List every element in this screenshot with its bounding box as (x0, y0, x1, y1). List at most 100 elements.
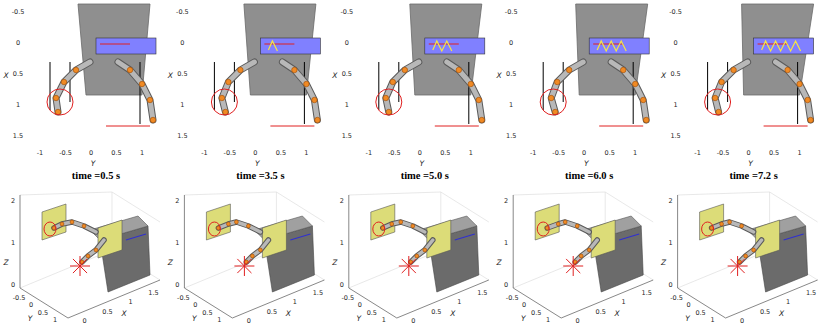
tick-label: 0 (358, 301, 362, 309)
robot-arm (611, 62, 646, 120)
robot-arm (411, 240, 433, 262)
arm-joint (402, 67, 408, 73)
arm-joint (468, 81, 474, 87)
goal-circle (211, 89, 237, 115)
force-star (563, 266, 573, 267)
target-line (764, 126, 808, 127)
tick-label: 0 (175, 281, 179, 289)
arm-joint (258, 248, 262, 252)
tick-label: 1 (669, 239, 673, 247)
target-line (599, 126, 643, 127)
tick-label: 2 (340, 197, 344, 205)
tick-label: -0.5 (13, 294, 26, 302)
axis-label: X (286, 309, 291, 318)
tick-label: 1 (345, 101, 349, 109)
tick-label: 1.5 (806, 289, 816, 297)
arm-joint (554, 79, 560, 85)
grid-line (513, 192, 605, 195)
robot-arm (411, 240, 433, 262)
tick-label: 0.5 (769, 149, 779, 157)
arm-joint (632, 81, 638, 87)
tick-label: 1.5 (506, 132, 516, 140)
arm-joint (250, 254, 254, 258)
arm-joint (312, 97, 318, 103)
goal-circle (47, 89, 73, 115)
robot-arm (54, 222, 96, 232)
robot-arm (218, 222, 260, 232)
axis-label: Y (357, 314, 362, 323)
base-mark (126, 234, 146, 240)
robot-arm (82, 240, 104, 262)
arm-joint (752, 248, 756, 252)
time-label: time =5.0 s (401, 170, 449, 181)
force-star (566, 259, 573, 266)
tick-label: 0.5 (605, 149, 615, 157)
tick-label: 1 (16, 101, 20, 109)
tick-label: -0.5 (506, 294, 519, 302)
arm-joint (476, 97, 482, 103)
arm-joint (640, 97, 646, 103)
tick-label: 0.5 (202, 309, 212, 317)
robot-arm (54, 222, 96, 232)
force-star (573, 266, 583, 267)
force-star (409, 266, 416, 273)
tick-label: 1 (546, 316, 550, 324)
arm-joint (390, 79, 396, 85)
robot-arm (447, 62, 482, 120)
arm-joint (304, 81, 310, 87)
tick-label: 1 (175, 239, 179, 247)
tick-label: 0 (193, 301, 197, 309)
tick-label: 0 (340, 281, 344, 289)
obstacle-line (707, 62, 708, 110)
arm-joint (226, 222, 230, 226)
target-line (106, 126, 150, 127)
target-line (435, 126, 479, 127)
arm-joint (716, 109, 722, 115)
tick-label: 1 (128, 298, 132, 306)
base-mark (784, 234, 804, 240)
tick-label: 0 (11, 281, 15, 289)
robot-arm (447, 62, 482, 120)
axis-line (20, 195, 21, 288)
target-line (100, 44, 130, 45)
tick-label: 1.5 (177, 132, 187, 140)
robot-arm (575, 240, 597, 262)
obstacle-line (214, 62, 215, 110)
force-star (737, 256, 738, 266)
axis-label: X (121, 309, 126, 318)
arm-joint (411, 224, 415, 228)
tick-label: 1 (674, 101, 678, 109)
robot-arm (712, 222, 754, 232)
arm-joint (712, 95, 718, 101)
axis-label: Y (521, 314, 526, 323)
force-star (731, 259, 738, 266)
goal-circle (702, 222, 714, 236)
force-star (80, 266, 81, 276)
axis-label: X (168, 71, 173, 80)
tick-label: 0.5 (276, 149, 286, 157)
arm-joint (53, 95, 59, 101)
axis-line (677, 195, 678, 288)
tick-label: 0.5 (102, 308, 112, 316)
trajectory (268, 41, 277, 51)
arm-joint (292, 67, 298, 73)
axis-line (184, 195, 185, 288)
goal-circle (705, 89, 731, 115)
tick-label: 2 (11, 197, 15, 205)
tick-label: 0.5 (431, 308, 441, 316)
grid-line (349, 192, 441, 195)
tick-label: -0.5 (176, 8, 189, 16)
force-star (80, 266, 90, 267)
force-star (399, 266, 409, 267)
arm-joint (456, 67, 462, 73)
tick-label: -0.5 (388, 149, 401, 157)
goal-circle (540, 89, 566, 115)
trajectory (597, 41, 626, 51)
tick-label: -0.5 (12, 8, 25, 16)
trajectory (433, 41, 452, 51)
arm-joint (315, 117, 321, 123)
axis-label: Z (497, 258, 502, 267)
top-view-plot (376, 4, 485, 126)
axis-label: X (779, 309, 784, 318)
